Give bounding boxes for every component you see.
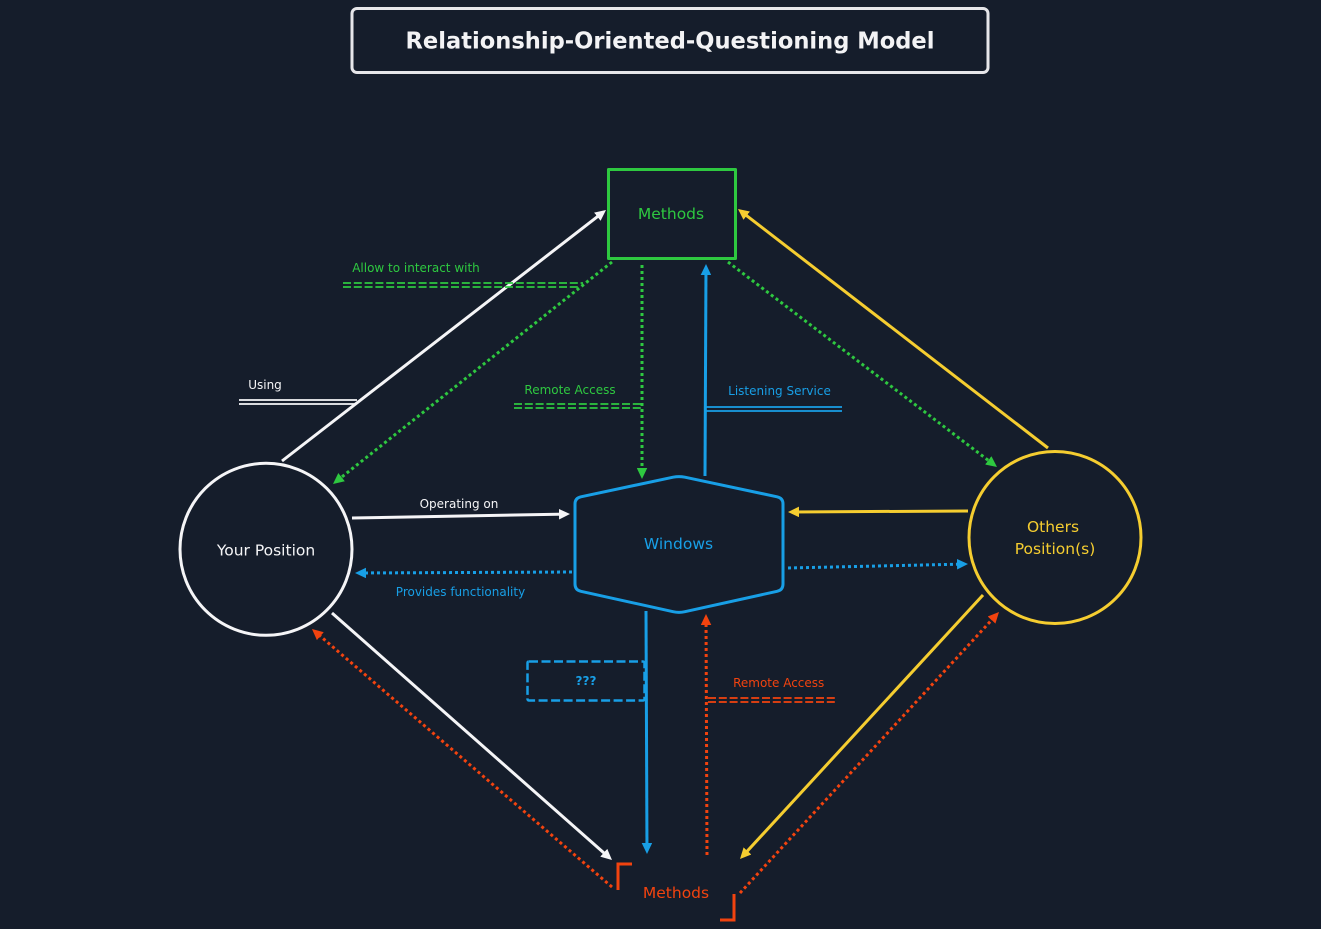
edge-windows-to-methods-bottom: ???	[526, 610, 653, 854]
edge-methods-bottom-to-your-position	[311, 628, 613, 889]
methods-top-box	[607, 168, 737, 260]
methods-bottom-label: Methods	[643, 884, 709, 902]
windows-hexagon	[573, 475, 785, 614]
edge-using: Using	[239, 209, 607, 463]
edge-label-unknown: ???	[576, 674, 597, 688]
node-methods-top: Methods	[607, 168, 737, 260]
edge-line	[351, 508, 570, 520]
edge-label-operating-on: Operating on	[420, 497, 499, 511]
node-your-position: Your Position	[178, 461, 354, 637]
others-position-circle	[967, 450, 1143, 625]
edge-label-using: Using	[248, 378, 282, 392]
others-position-label-line1: Others	[1027, 518, 1079, 536]
edge-methods-bottom-to-others	[738, 612, 999, 895]
edge-line	[331, 611, 612, 860]
methods-bottom-bracket-bottom-right	[720, 894, 736, 922]
edge-others-to-methods-bottom	[740, 593, 985, 859]
edge-line	[700, 264, 712, 477]
node-others-position: Others Position(s)	[967, 450, 1143, 625]
edge-label-remote-access: Remote Access	[524, 383, 615, 397]
title-banner: Relationship-Oriented-Questioning Model	[350, 7, 990, 74]
edge-line	[641, 610, 653, 854]
unknown-dashed-box	[526, 660, 646, 702]
edge-label-listening-service: Listening Service	[728, 384, 831, 398]
edge-line	[727, 260, 997, 468]
edge-methods-top-to-others	[727, 260, 997, 468]
title-frame	[350, 7, 990, 74]
methods-top-label: Methods	[638, 205, 704, 223]
edge-allow-to-interact-with: Allow to interact with	[332, 260, 613, 485]
edge-remote-access-methods-to-windows: Remote Access	[514, 265, 648, 479]
edge-label-provides-functionality: Provides functionality	[396, 585, 525, 599]
nodes: Methods Windows Your Position Others Pos…	[178, 168, 1143, 922]
others-position-label-line2: Position(s)	[1015, 540, 1096, 558]
windows-label: Windows	[644, 535, 713, 553]
edge-windows-to-others	[787, 558, 968, 570]
edge-operating-on: Operating on	[351, 497, 570, 520]
diagram-title: Relationship-Oriented-Questioning Model	[406, 29, 935, 55]
edge-label-remote-access-red: Remote Access	[733, 676, 824, 690]
your-position-label: Your Position	[216, 542, 315, 560]
edge-provides-functionality: Provides functionality	[355, 567, 573, 599]
edge-label-allow-to-interact-with: Allow to interact with	[352, 261, 480, 275]
edge-line	[740, 593, 985, 859]
edge-others-to-windows	[788, 506, 969, 518]
edge-line	[788, 506, 969, 518]
edge-line	[311, 628, 613, 889]
edge-line	[355, 567, 573, 579]
edge-line	[787, 558, 968, 570]
node-windows: Windows	[573, 475, 785, 614]
your-position-circle	[178, 461, 354, 637]
edge-line	[281, 209, 607, 463]
edge-others-to-methods-top	[738, 208, 1049, 450]
edge-line	[738, 612, 999, 895]
edge-your-position-to-methods-bottom	[331, 611, 612, 860]
methods-bottom-bracket-top-left	[616, 862, 632, 890]
node-methods-bottom: Methods	[616, 862, 736, 922]
edge-line	[332, 260, 613, 485]
edge-line	[738, 208, 1049, 450]
edge-remote-access-methods-bottom-to-windows: Remote Access	[700, 614, 835, 856]
edges: Using Allow to interact with Remote Acce…	[239, 208, 1049, 895]
edge-listening-service: Listening Service	[700, 264, 842, 477]
